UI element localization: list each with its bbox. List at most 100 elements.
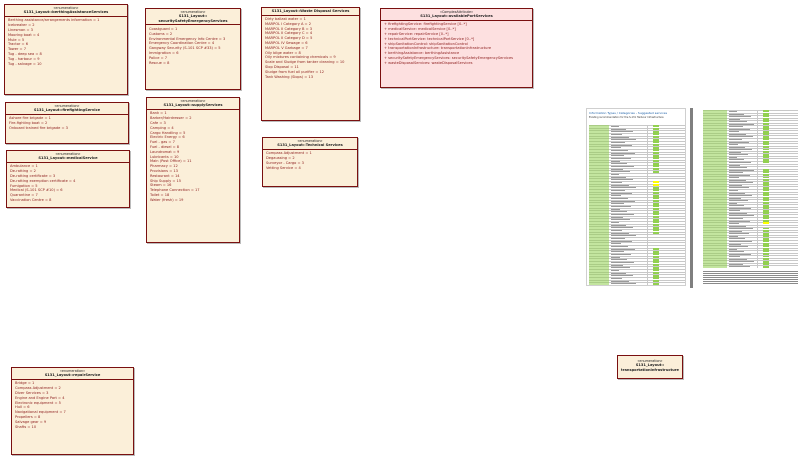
table-row-text [611,158,631,159]
table-row-text [611,190,625,191]
table-row-line [589,170,685,171]
table-row-text [729,251,744,253]
table-cell [653,130,659,133]
table-row-text [729,144,738,146]
table-row-text [729,238,745,240]
table-cell [653,210,659,213]
enum-supply-services[interactable]: «enumeration» S131_Layout::supplyService… [146,97,240,243]
table-cell [653,127,659,131]
table-row-text [729,121,747,123]
table-row-line [703,158,798,159]
table-cell [763,240,769,243]
enum-security-safety-emergency-services[interactable]: «enumeration» S131_Layout:: securitySafe… [145,8,241,90]
enum-literal: Restaurant = 14 [150,173,180,178]
enum-literal: Slop Disposal = 11 [265,65,299,70]
table-row-text [729,225,746,227]
table-row-line [703,214,798,215]
table-row-line [703,250,798,251]
table-row-text [729,263,743,265]
table-category-column [589,125,609,285]
table-row-text [611,179,633,181]
class-name: S131_Layout:: [178,14,208,19]
table-cell [653,202,659,205]
enum-literal: Tug - deep sea = 8 [8,51,42,56]
class-name: S131_Layout::medicalService [38,156,98,161]
enum-medical-service[interactable]: «enumeration» S131_Layout::medicalServic… [6,150,130,208]
enum-technical-services[interactable]: «enumeration» S131_Layout::Technical Ser… [262,137,358,187]
table-row-text [611,251,624,253]
class-name-line2: securitySafetyEmergencyServices [158,18,228,23]
table-row-text [729,131,739,133]
table-row-text [611,267,630,269]
table-cell [653,205,659,208]
enum-literal: + wasteDisposalServices: wasteDisposalSe… [384,60,473,65]
enum-literal: Ashore fire brigade = 1 [9,116,51,121]
table-cell [763,202,769,204]
enum-firefighting-service[interactable]: «enumeration» S131_Layout::firefightingS… [5,102,129,144]
enum-transportation-infrastructure[interactable]: «enumeration» S131_Layout:: transportati… [617,355,683,379]
table-row-line [589,157,685,158]
table-row-line [703,199,798,200]
enum-literal: Berthing assistance/arrangements informa… [8,18,100,23]
table-row-line [703,262,798,264]
table-row-text [611,270,619,271]
table-cell [653,226,659,229]
table-cell [763,133,769,136]
table-row-line [589,231,685,233]
enum-literal: Pharmacy = 12 [150,164,178,169]
table-row-line [589,146,685,147]
table-cell [653,146,659,149]
class-name: S131_Layout::Waste Disposal Services [271,9,350,13]
table-row-line [589,125,685,126]
table-row-text [729,164,740,166]
table-row-text [729,187,749,189]
enum-literal: MARPOL V Garbage = 7 [265,45,308,50]
enum-literal: Main (Post Office) = 11 [150,159,192,164]
table-row-text [611,240,632,242]
table-row-line [703,201,798,203]
table-cell [763,135,769,138]
enum-repair-service[interactable]: «enumeration» S131_Layout::repairService… [11,367,134,455]
enum-berthing-assistance-services[interactable]: «enumeration» S131_Layout::berthingAssis… [4,4,128,95]
table-row-line [703,224,798,226]
table-row-text [729,111,737,112]
table-column-line [647,125,648,285]
table-row-text [611,166,634,167]
table-row-line [589,191,685,193]
enum-literal: Medical (S-101 SCP #10) = 6 [10,188,63,193]
enum-literal: Bank = 1 [150,111,167,116]
enum-literal: Electronic equipment = 5 [15,400,61,405]
table-row-line [589,221,685,222]
table-row-line [703,183,798,185]
table-row-line [589,274,685,275]
table-row-line [589,261,685,262]
table-row-text [611,216,623,218]
enum-literal: Cargo Handling = 5 [150,130,186,135]
enum-literal: Onboard trained fire brigade = 3 [9,125,68,130]
complex-available-port-services[interactable]: «ComplexAttribute» S131_Layout::availabl… [380,8,533,88]
table-row-text [729,169,754,171]
enum-literal: + technicalPortService: technicalPortSer… [384,36,475,41]
table-cell [653,170,659,173]
table-row-text [729,212,747,214]
attribute-list: + firefightingService: firefightingServi… [381,21,532,67]
table-row-line [703,163,798,165]
enum-literal: Tank Washing (Slops) = 13 [265,74,313,79]
stereotype-label: «enumeration» [55,152,81,156]
table-cell [653,181,659,184]
table-cell [763,207,769,210]
enum-literal: Ship Supply = 15 [150,178,182,183]
table-cell [763,110,769,113]
enum-literal: Degaussing = 2 [266,156,295,161]
enum-literal: Cafe = 3 [150,120,166,125]
enum-literal: + shipSanitationControl: shipSanitationC… [384,41,468,46]
enum-literal: Fuel - gas = 7 [150,140,175,145]
enum-literal: MARPOL IV Sewage = 6 [265,41,308,46]
table-row-text [729,202,737,204]
enum-literal: De-ratting exemption certificate = 4 [10,178,76,183]
table-row-line [703,209,798,210]
enum-waste-disposal-services[interactable]: S131_Layout::Waste Disposal Services Dir… [261,7,360,121]
enum-literal: Water (fresh) = 19 [150,197,184,202]
table-image-title: Information Types / Categories - Suggest… [589,111,668,115]
